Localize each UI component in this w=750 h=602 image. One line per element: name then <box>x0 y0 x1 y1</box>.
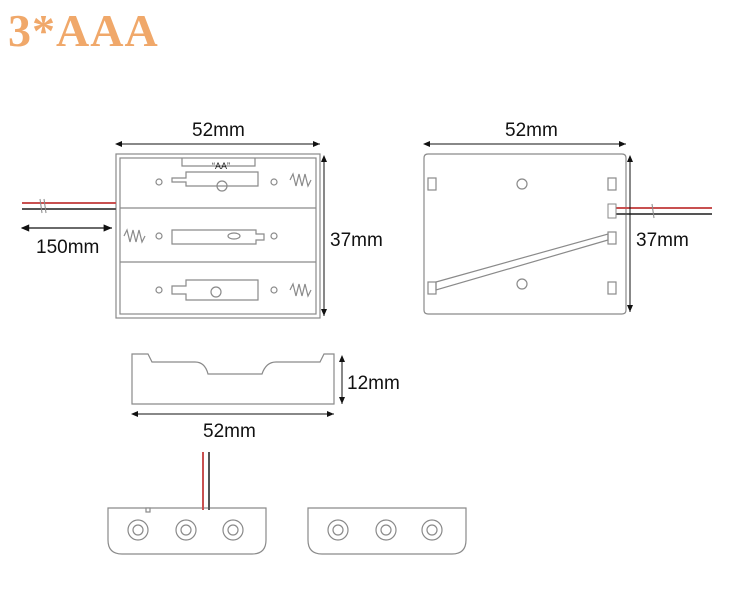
end-view-right <box>307 507 467 555</box>
end-view-wire <box>202 452 210 510</box>
battery-label: “AA” <box>212 161 230 171</box>
side-view-holder <box>131 353 335 405</box>
side-height-label: 12mm <box>347 373 400 394</box>
wire-left <box>22 198 116 214</box>
wire-length-label: 150mm <box>36 237 99 258</box>
top-view-holder <box>115 153 321 319</box>
side-width-label: 52mm <box>203 421 256 442</box>
back-view-holder <box>423 153 627 315</box>
back-height-label: 37mm <box>636 230 689 251</box>
end-view-left <box>107 507 267 555</box>
back-width-label: 52mm <box>505 120 558 141</box>
top-height-label: 37mm <box>330 230 383 251</box>
top-width-label: 52mm <box>192 120 245 141</box>
product-title: 3*AAA <box>8 5 159 56</box>
